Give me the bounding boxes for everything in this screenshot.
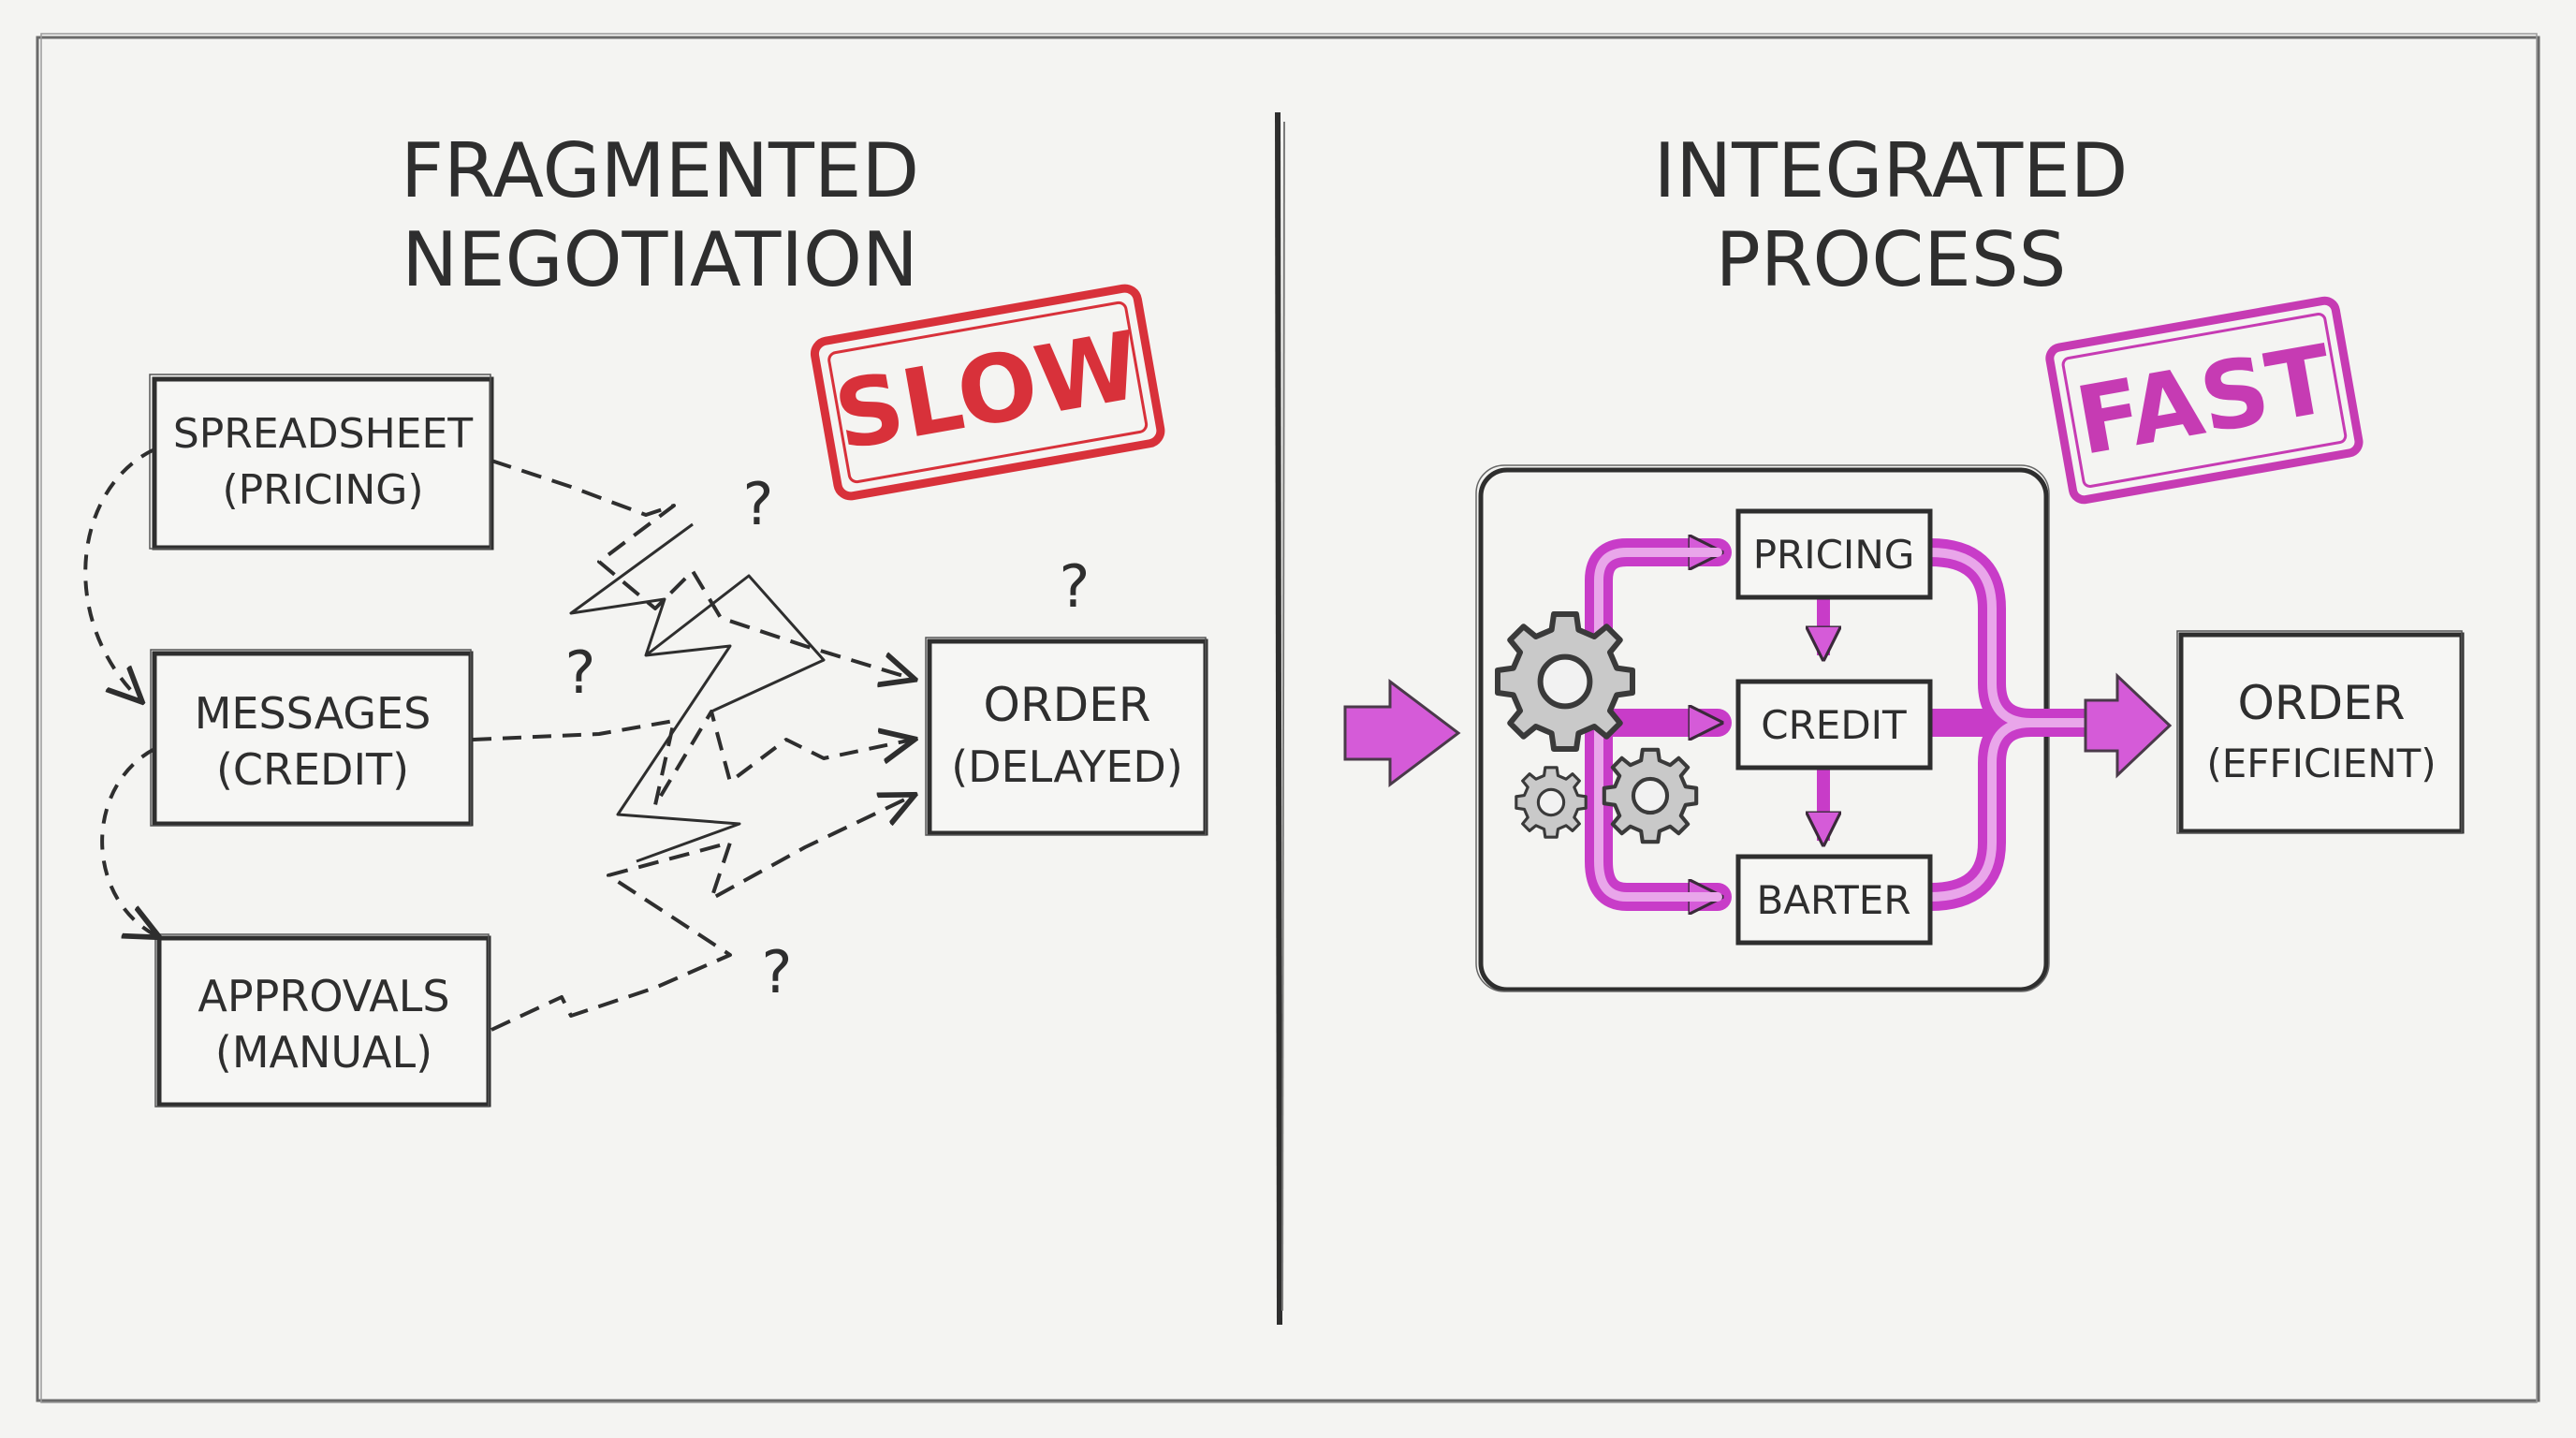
order-efficient-label: ORDER xyxy=(2238,676,2406,730)
magenta-flow xyxy=(1585,552,2120,897)
outer-frame xyxy=(36,36,2540,1402)
left-title-line1: FRAGMENTED xyxy=(401,127,919,214)
approvals-manual-box: APPROVALS (MANUAL) xyxy=(154,933,491,1108)
manual-sublabel: (MANUAL) xyxy=(215,1027,432,1078)
slow-stamp: SLOW xyxy=(810,284,1165,501)
zigzag-line-middle xyxy=(616,644,741,863)
right-title-line2: PROCESS xyxy=(1716,216,2067,303)
dashed-arrow-spreadsheet-to-messages xyxy=(83,448,155,700)
barter-step-label: BARTER xyxy=(1756,877,1910,923)
left-title-line2: NEGOTIATION xyxy=(402,216,918,303)
question-mark-2: ? xyxy=(1060,552,1090,621)
pricing-sublabel: (PRICING) xyxy=(222,466,423,514)
center-divider-sketch xyxy=(1281,121,1285,1312)
credit-sublabel: (CREDIT) xyxy=(216,744,409,795)
tangled-arrow-from-spreadsheet xyxy=(490,459,913,679)
question-mark-1: ? xyxy=(743,470,774,538)
pricing-step-label: PRICING xyxy=(1753,532,1915,578)
approvals-label: APPROVALS xyxy=(198,971,449,1021)
outer-frame-sketch xyxy=(40,33,2538,1403)
efficient-sublabel: (EFFICIENT) xyxy=(2206,741,2436,786)
pricing-step-box: PRICING xyxy=(1735,508,1933,600)
messages-credit-box: MESSAGES (CREDIT) xyxy=(150,649,474,827)
delayed-sublabel: (DELAYED) xyxy=(951,741,1183,792)
question-mark-4: ? xyxy=(762,938,793,1006)
fast-stamp: FAST xyxy=(2045,296,2364,505)
question-mark-3: ? xyxy=(565,638,596,707)
right-panel: INTEGRATED PROCESS FAST xyxy=(1343,127,2465,992)
center-divider xyxy=(1275,111,1282,1326)
spreadsheet-pricing-box: SPREADSHEET (PRICING) xyxy=(149,374,494,550)
messages-label: MESSAGES xyxy=(195,688,432,739)
large-gear-icon xyxy=(1498,614,1632,749)
dashed-arrow-messages-to-approvals xyxy=(100,747,157,936)
order-delayed-box: ORDER (DELAYED) xyxy=(925,637,1208,836)
fast-stamp-text: FAST xyxy=(2069,324,2341,477)
tangled-arrow-from-approvals xyxy=(490,796,913,1032)
barter-step-box: BARTER xyxy=(1735,854,1933,946)
tangled-arrow-from-messages xyxy=(472,710,913,807)
medium-gear-icon xyxy=(1604,750,1696,842)
order-efficient-box: ORDER (EFFICIENT) xyxy=(2176,630,2465,834)
input-arrow xyxy=(1343,678,1461,788)
left-panel: FRAGMENTED NEGOTIATION SLOW SPREADSHEET … xyxy=(83,127,1208,1108)
spreadsheet-label: SPREADSHEET xyxy=(173,410,473,458)
output-arrow xyxy=(2084,672,2173,779)
credit-step-label: CREDIT xyxy=(1761,702,1907,748)
order-label: ORDER xyxy=(984,678,1151,732)
right-title-line1: INTEGRATED xyxy=(1654,127,2129,214)
small-gear-icon xyxy=(1515,766,1588,839)
credit-step-box: CREDIT xyxy=(1735,679,1933,770)
